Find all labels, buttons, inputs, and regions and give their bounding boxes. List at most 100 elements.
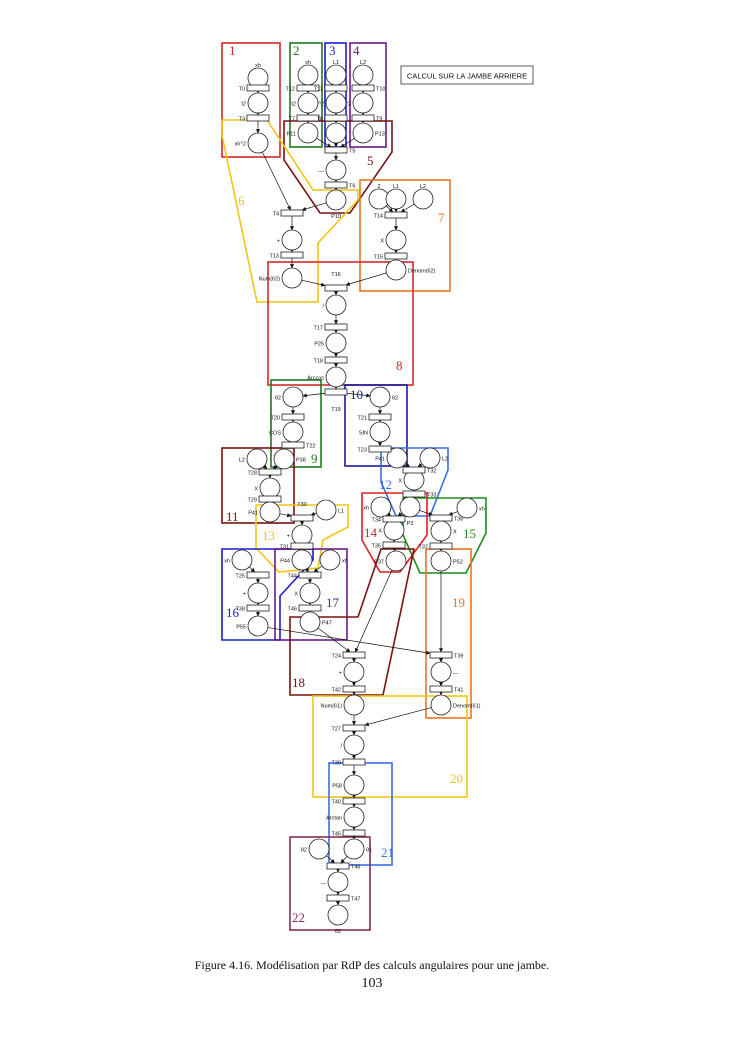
place-label: θ1 [366,848,372,854]
arc [279,513,292,518]
place-label: L2 [442,457,448,463]
transition [342,685,366,693]
transition-label: T10 [376,87,385,93]
place-label: + [287,534,290,540]
transition-label: T36 [454,517,463,523]
place-label: P41 [375,457,385,463]
region-label: 2 [293,43,300,58]
place [247,132,269,154]
transition [429,514,453,522]
transition-label: T32 [427,469,436,475]
transition [324,84,348,92]
place-label: X [294,592,298,598]
region-label: 19 [452,595,465,610]
place-label: P25 [314,342,324,348]
transition-label: T40 [332,800,341,806]
transition [351,114,375,122]
place-label: + [243,592,246,598]
place [325,332,347,354]
transition-label: T46 [351,865,360,871]
transition-label: T37 [419,545,428,551]
transition [290,542,314,550]
arc [317,627,351,653]
region-20-boundary [312,695,468,798]
region-label: 5 [367,153,374,168]
place [291,524,313,546]
transition-label: T47 [351,897,360,903]
transition-label: T15 [374,255,383,261]
arc [404,463,411,468]
transition [246,571,270,579]
place-label: xh [479,507,485,513]
place [247,92,269,114]
transition-label: T19 [331,407,340,413]
transition [280,209,304,217]
transition-label: T7 [289,117,295,123]
transition-label: T33 [427,493,436,499]
region-label: 11 [226,509,239,524]
region-18-boundary [289,548,415,696]
transition [298,604,322,612]
place-label: X [453,530,457,536]
region-5-boundary [283,120,393,214]
transition [258,468,282,476]
transition [258,495,282,503]
transition [324,284,348,292]
place-label: P13 [375,132,385,138]
region-label: 1 [229,43,236,58]
place-label: / [322,304,324,310]
transition-label: T6 [349,184,355,190]
transition [368,413,392,421]
place [246,448,268,470]
transition [281,441,305,449]
region-13-boundary [255,504,349,573]
transition [324,323,348,331]
title-box: CALCUL SUR LA JAMBE ARRIERE [400,65,534,85]
place [281,229,303,251]
place-label: xh^2 [235,142,246,148]
transition-label: T35 [372,544,381,550]
region-label: 16 [226,605,240,620]
place-label: X [378,529,382,535]
place [370,496,392,518]
transition-label: T29 [248,498,257,504]
transition [429,542,453,550]
place [369,421,391,443]
transition [281,413,305,421]
transition [342,724,366,732]
transition-label: T31 [280,545,289,551]
region-label: 7 [438,210,445,225]
transition [246,604,270,612]
place-label: θ2 [392,396,398,402]
place [315,499,337,521]
place [430,661,452,683]
arc [340,856,348,864]
region-6-boundary [221,119,359,303]
arc [326,855,335,864]
arc [249,566,256,573]
place [319,549,341,571]
region-22-boundary [289,836,371,931]
place-label: θ2 [335,929,341,935]
arc [267,627,431,655]
place [383,519,405,541]
place [386,447,408,469]
region-label: 8 [396,358,403,373]
place [430,520,452,542]
place [299,611,321,633]
transition-label: T11 [314,87,323,93]
transition [298,571,322,579]
arc [364,707,432,727]
transition-label: T5 [349,149,355,155]
place-label: xh [363,506,369,512]
region-11-boundary [221,447,295,524]
transition-label: T21 [358,416,367,422]
place-label: + [339,671,342,677]
transition-label: T34 [372,518,381,524]
transition-label: T45 [332,832,341,838]
place [327,871,349,893]
place [282,386,304,408]
place-label: X [380,239,384,245]
place [430,550,452,572]
